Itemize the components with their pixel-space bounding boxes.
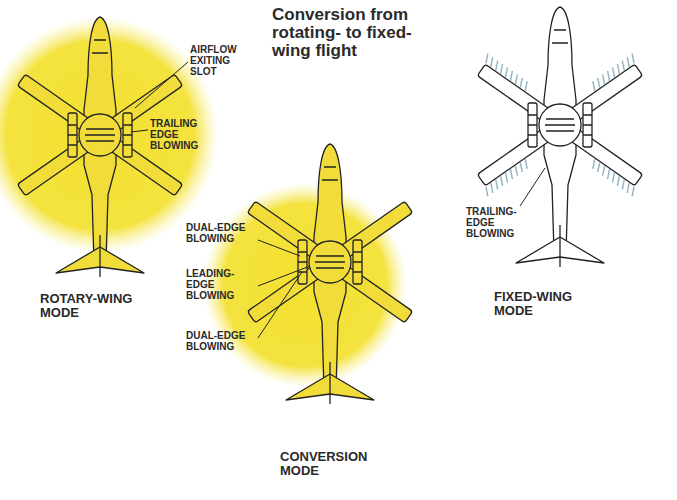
hatch-stroke — [613, 173, 615, 183]
hatch-stroke — [632, 187, 634, 197]
hatch-stroke — [501, 64, 503, 74]
hatch-stroke — [598, 163, 600, 173]
callout-label: AIRFLOW EXITING SLOT — [190, 44, 252, 77]
hatch-stroke — [608, 169, 610, 179]
conversion-aircraft — [247, 144, 412, 404]
callout-label: TRAILING EDGE BLOWING — [150, 118, 214, 151]
callout-label: LEADING-EDGE BLOWING — [186, 268, 256, 301]
hatch-stroke — [593, 159, 595, 169]
hatch-stroke — [491, 57, 493, 67]
hatch-stroke — [622, 180, 624, 190]
callout-label: DUAL-EDGE BLOWING — [186, 222, 256, 244]
hatch-stroke — [486, 54, 488, 64]
mode-label: FIXED-WING MODE — [494, 290, 594, 318]
hatch-stroke — [520, 78, 522, 88]
hatch-stroke — [520, 163, 522, 173]
hatch-stroke — [627, 183, 629, 193]
hatch-stroke — [608, 71, 610, 81]
hatch-stroke — [617, 176, 619, 186]
hatch-stroke — [603, 166, 605, 176]
hatch-stroke — [515, 74, 517, 84]
callout-label: DUAL-EDGE BLOWING — [186, 330, 256, 352]
hatch-stroke — [515, 166, 517, 176]
mode-label: ROTARY-WING MODE — [40, 292, 150, 320]
hatch-stroke — [525, 81, 527, 91]
hatch-stroke — [496, 61, 498, 71]
hatch-stroke — [622, 61, 624, 71]
hatch-stroke — [617, 64, 619, 74]
hatch-stroke — [501, 176, 503, 186]
hatch-stroke — [506, 173, 508, 183]
callout-label: TRAILING-EDGE BLOWING — [466, 206, 528, 239]
hatch-stroke — [496, 180, 498, 190]
hatch-stroke — [511, 169, 513, 179]
leader-lines — [131, 62, 545, 338]
hatch-stroke — [627, 57, 629, 67]
hatch-stroke — [525, 159, 527, 169]
hatch-stroke — [511, 71, 513, 81]
hatch-stroke — [593, 81, 595, 91]
hatch-stroke — [598, 78, 600, 88]
hatch-stroke — [603, 74, 605, 84]
mode-label: CONVERSION MODE — [280, 450, 390, 478]
hatch-stroke — [491, 183, 493, 193]
hatch-stroke — [613, 67, 615, 77]
hatch-stroke — [486, 187, 488, 197]
hatch-stroke — [506, 67, 508, 77]
hatch-stroke — [632, 54, 634, 64]
diagram-title: Conversion from rotating- to fixed-wing … — [272, 6, 412, 60]
